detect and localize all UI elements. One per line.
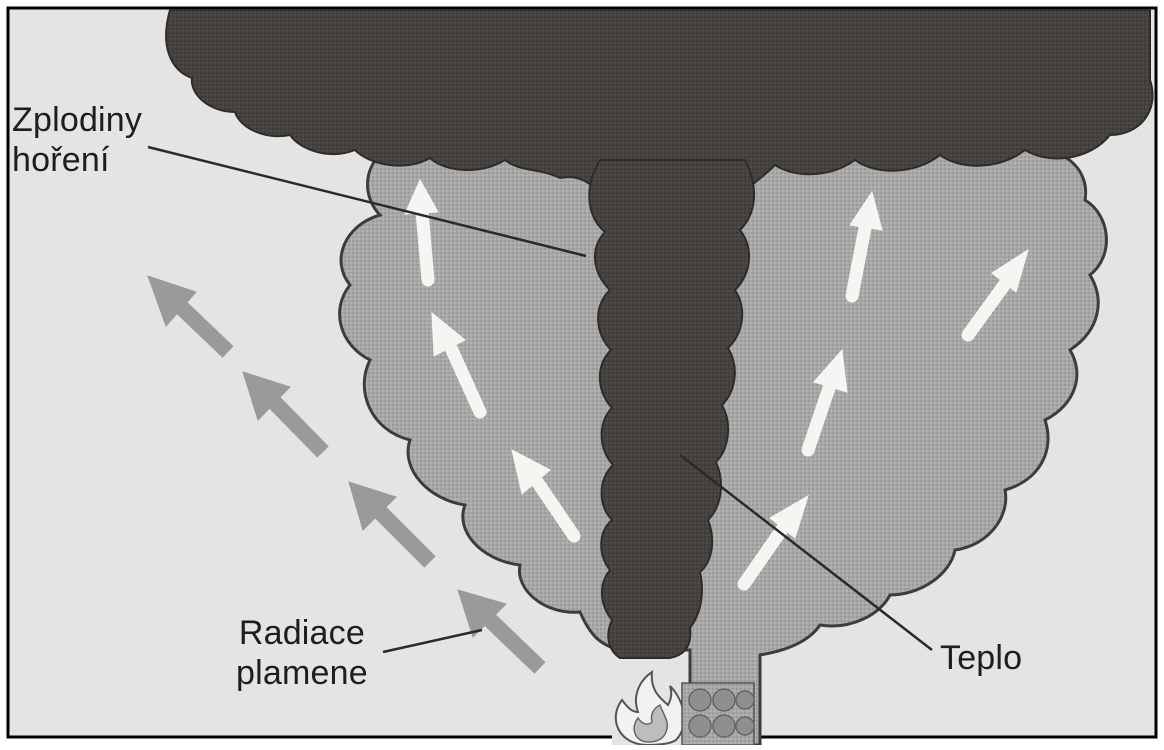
label-combustion-products-line2: hoření <box>12 140 142 180</box>
label-heat: Teplo <box>940 638 1022 678</box>
label-flame-radiation: Radiace plamene <box>236 613 368 693</box>
label-combustion-products-line1: Zplodiny <box>12 100 142 140</box>
fuel-block-icon <box>682 683 754 745</box>
label-flame-radiation-line2: plamene <box>236 653 368 693</box>
label-combustion-products: Zplodiny hoření <box>12 100 142 180</box>
label-flame-radiation-line1: Radiace <box>236 613 368 653</box>
